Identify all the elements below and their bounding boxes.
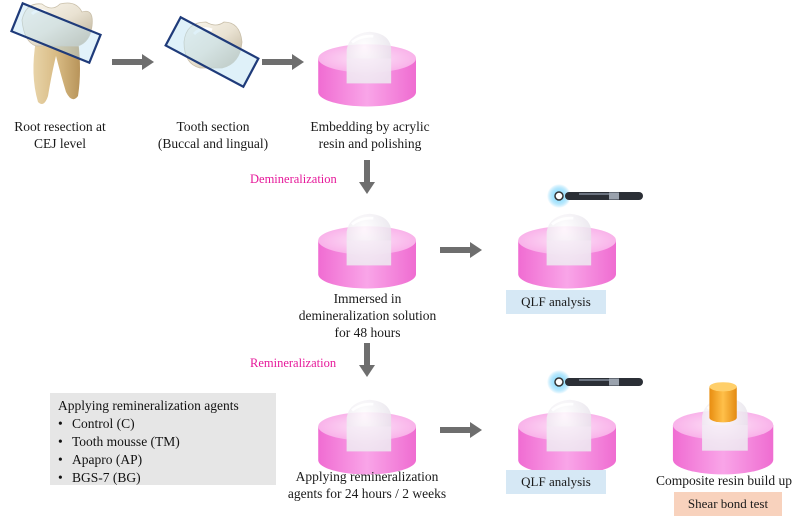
- qlf-badge-2: QLF analysis: [506, 470, 606, 494]
- tooth-section-icon: [164, 15, 260, 89]
- molar-tooth-icon: [10, 1, 102, 104]
- agent-item: •Apapro (AP): [58, 452, 143, 467]
- arrow-down-1: [359, 160, 375, 194]
- caption-immersed: Immersed in demineralization solution fo…: [298, 291, 437, 340]
- arrow-2: [262, 54, 304, 70]
- qlf-device-icon: [546, 183, 644, 209]
- agents-box: Applying remineralization agents •Contro…: [50, 393, 276, 485]
- caption-root-resection: Root resection at CEJ level: [14, 119, 106, 151]
- agent-item: •BGS-7 (BG): [58, 470, 141, 485]
- phase-remineralization: Remineralization: [250, 356, 337, 370]
- qlf-device-icon: [546, 369, 644, 395]
- composite-cylinder-icon: [671, 382, 775, 476]
- agents-title: Applying remineralization agents: [58, 398, 239, 413]
- agent-item: •Control (C): [58, 416, 135, 431]
- shear-badge: Shear bond test: [674, 492, 782, 516]
- arrow-1: [112, 54, 154, 70]
- arrow-down-2: [359, 343, 375, 377]
- caption-applying: Applying remineralization agents for 24 …: [287, 469, 447, 501]
- qlf-specimen-icon-2: [516, 398, 618, 476]
- remineralized-specimen-icon: [316, 398, 418, 476]
- qlf-specimen-icon-1: [516, 212, 618, 290]
- agents-list: •Control (C) •Tooth mousse (TM) •Apapro …: [58, 415, 180, 487]
- arrow-4: [440, 422, 482, 438]
- caption-tooth-section: Tooth section (Buccal and lingual): [157, 119, 269, 151]
- demineralized-specimen-icon: [316, 212, 418, 290]
- resin-embedded-specimen-icon: [316, 30, 418, 108]
- caption-composite: Composite resin build up: [655, 473, 793, 488]
- caption-embedding: Embedding by acrylic resin and polishing: [310, 119, 430, 151]
- phase-demineralization: Demineralization: [250, 172, 337, 186]
- agent-item: •Tooth mousse (TM): [58, 434, 180, 449]
- arrow-3: [440, 242, 482, 258]
- qlf-badge-1: QLF analysis: [506, 290, 606, 314]
